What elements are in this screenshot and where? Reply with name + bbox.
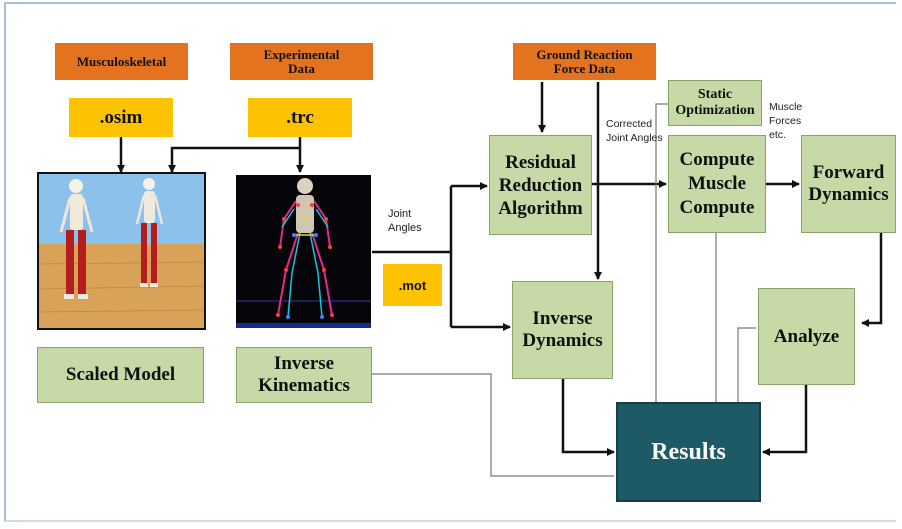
edge-trc-to-scaled	[168, 146, 300, 173]
mot-file-tag: .mot	[383, 264, 442, 306]
residual-reduction-box: Residual Reduction Algorithm	[489, 135, 592, 235]
skeleton-right-figure	[135, 178, 164, 287]
inverse-dynamics-box: Inverse Dynamics	[512, 281, 613, 379]
motion-capture-image	[236, 175, 371, 328]
forward-dynamics-label: Forward Dynamics	[808, 162, 889, 205]
skeletons-illustration	[39, 174, 204, 328]
experimental-data-box: Experimental Data	[230, 43, 373, 80]
edge-fd-to-analyze	[861, 233, 883, 327]
results-label: Results	[651, 438, 726, 465]
analyze-box: Analyze	[758, 288, 855, 385]
musculoskeletal-box: Musculoskeletal	[55, 43, 188, 80]
marker-skeleton-illustration	[236, 178, 371, 328]
trc-label: .trc	[286, 106, 314, 128]
osim-file-tag: .osim	[69, 98, 173, 137]
compute-muscle-label: Compute Muscle Compute	[679, 149, 755, 218]
figure-frame	[4, 2, 896, 522]
edge-ik-to-results	[372, 373, 614, 477]
static-optimization-box: Static Optimization	[668, 80, 762, 126]
inverse-kinematics-box: Inverse Kinematics	[236, 347, 372, 403]
edge-analyze-to-results-thin	[737, 327, 756, 402]
edge-so-to-results	[655, 103, 668, 402]
mot-label: .mot	[398, 277, 427, 293]
compute-muscle-box: Compute Muscle Compute	[668, 135, 766, 233]
skeleton-left-figure	[59, 179, 94, 299]
residual-reduction-label: Residual Reduction Algorithm	[498, 151, 583, 219]
scaled-model-label: Scaled Model	[65, 364, 176, 385]
osim-label: .osim	[99, 106, 143, 128]
scaled-model-box: Scaled Model	[37, 347, 204, 403]
results-box: Results	[616, 402, 761, 502]
forward-dynamics-box: Forward Dynamics	[801, 135, 896, 233]
experimental-data-label: Experimental Data	[263, 46, 340, 76]
static-optimization-label: Static Optimization	[675, 87, 755, 118]
scaled-model-image	[37, 172, 206, 330]
corrected-joint-angles-label: Corrected Joint Angles	[606, 118, 663, 144]
edge-analyze-to-results	[762, 385, 808, 456]
analyze-label: Analyze	[773, 325, 840, 347]
inverse-kinematics-label: Inverse Kinematics	[258, 353, 350, 396]
ground-reaction-force-box: Ground Reaction Force Data	[513, 43, 656, 80]
trc-file-tag: .trc	[248, 98, 352, 137]
musculoskeletal-label: Musculoskeletal	[76, 53, 167, 69]
ground-reaction-force-label: Ground Reaction Force Data	[536, 46, 633, 76]
inverse-dynamics-label: Inverse Dynamics	[522, 308, 603, 351]
muscle-forces-label: Muscle Forces etc.	[769, 101, 803, 141]
joint-angles-label: Joint Angles	[388, 208, 422, 234]
edge-id-to-results	[561, 379, 615, 456]
